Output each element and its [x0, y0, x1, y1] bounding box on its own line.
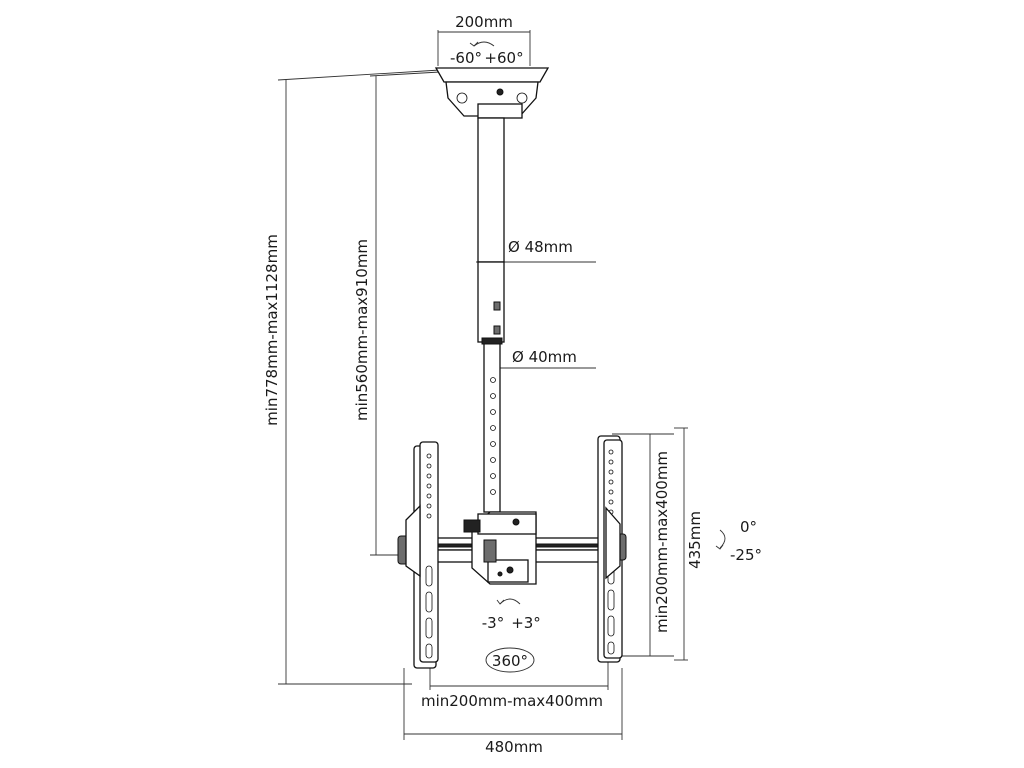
upper-pole-diameter-label: Ø 48mm [508, 238, 573, 256]
tilt-bottom-label: -25° [730, 546, 762, 564]
rotate-right-label: +3° [511, 614, 541, 632]
upper-pole [477, 117, 505, 263]
left-vesa-bracket [397, 441, 439, 669]
lower-pole [477, 261, 505, 513]
dimension-lines [277, 30, 688, 740]
overall-height-label: min778mm-max1128mm [263, 234, 281, 426]
vesa-vertical-label: min200mm-max400mm [653, 451, 671, 633]
tilt-head [463, 511, 537, 585]
vesa-horizontal-label: min200mm-max400mm [421, 692, 603, 710]
swivel-right-label: +60° [484, 49, 523, 67]
pole-height-label: min560mm-max910mm [353, 239, 371, 421]
rotation-360-icon [485, 647, 535, 673]
plate-width-label: 200mm [455, 13, 513, 31]
rotate-left-label: -3° [482, 614, 504, 632]
right-vesa-bracket [597, 435, 627, 663]
arm-height-label: 435mm [686, 511, 704, 569]
swivel-arrowhead-icon [469, 41, 479, 47]
overall-width-label: 480mm [485, 738, 543, 756]
tilt-arrowhead-icon [715, 544, 724, 550]
swivel-left-label: -60° [450, 49, 482, 67]
lower-pole-diameter-label: Ø 40mm [512, 348, 577, 366]
tilt-top-label: 0° [740, 518, 757, 536]
rotation-label: 360° [492, 652, 528, 670]
ceiling-plate [434, 67, 550, 119]
rotate-arrowhead-icon [496, 599, 505, 605]
